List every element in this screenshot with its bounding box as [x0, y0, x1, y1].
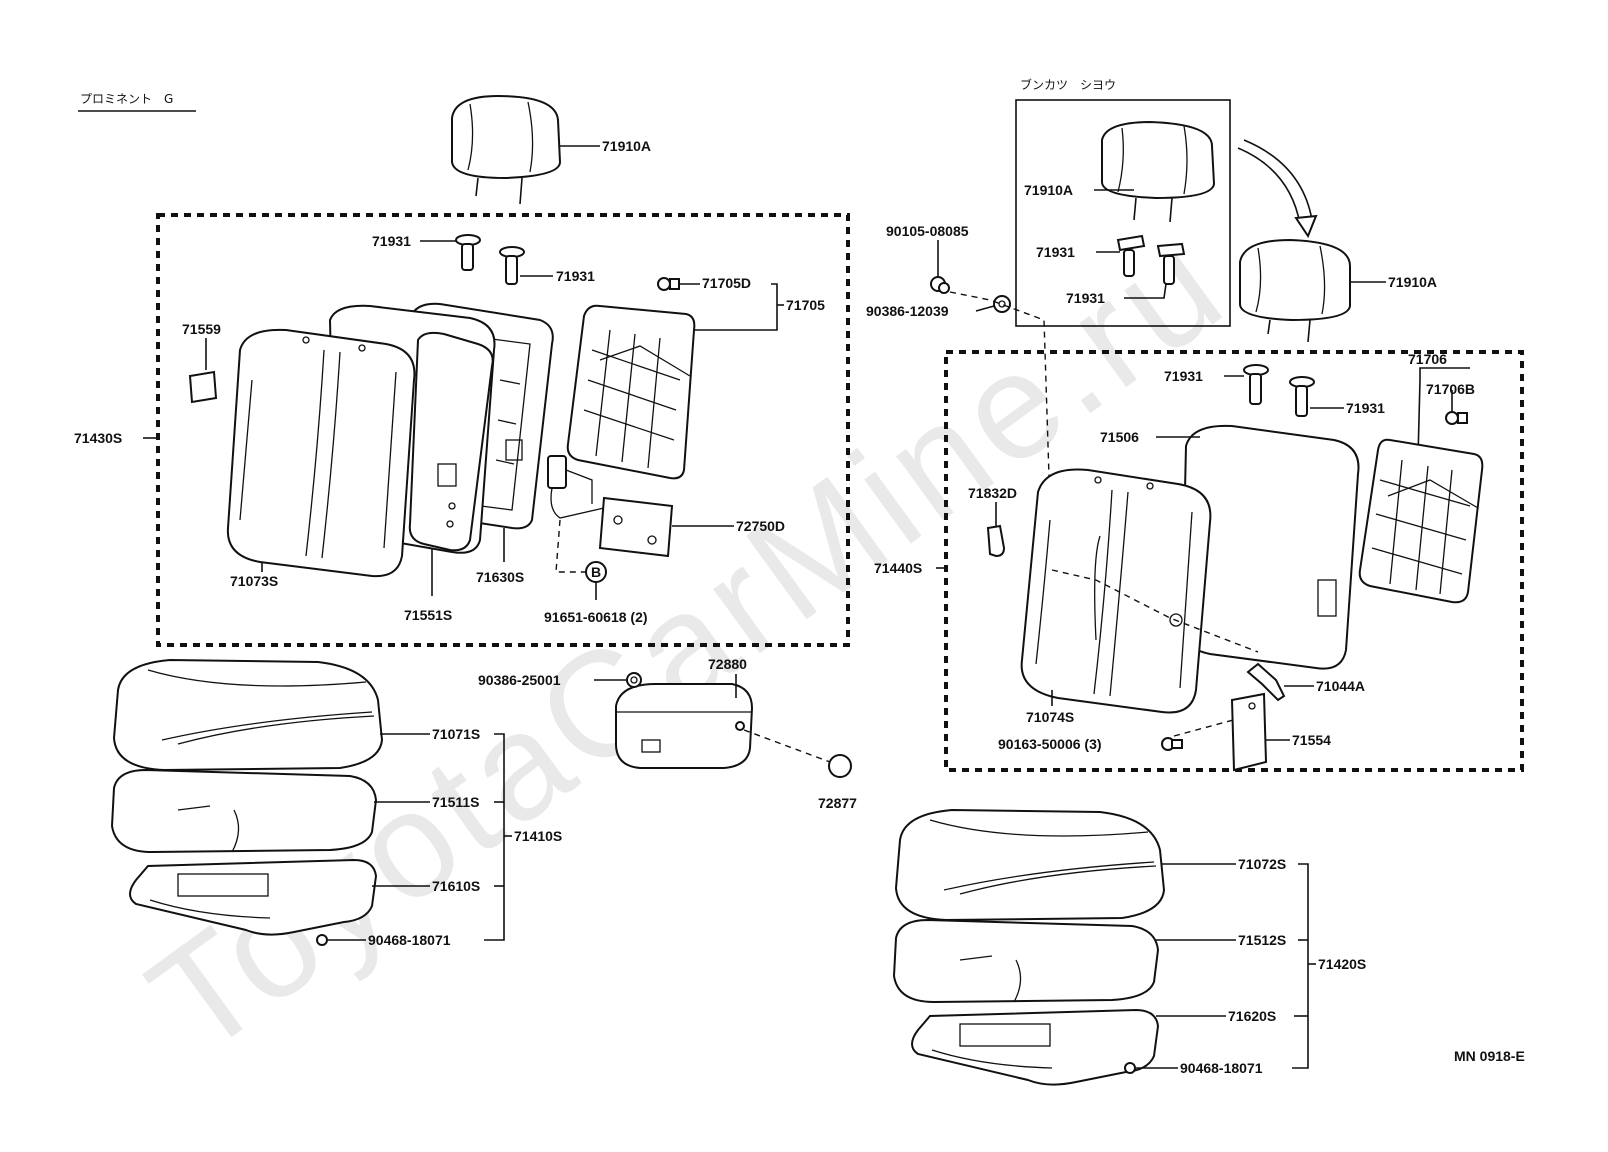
headrest-top-illustration — [451, 94, 562, 205]
label-71931-d: 71931 — [1346, 400, 1385, 416]
label-71610s: 71610S — [432, 878, 480, 894]
seatback-pad-71506 — [1179, 424, 1360, 670]
seatback-cover-71073s — [226, 328, 416, 578]
leader-71410s-bracket — [484, 733, 505, 941]
label-71430s: 71430S — [74, 430, 122, 446]
label-71705: 71705 — [786, 297, 825, 313]
curved-arrow-icon — [1237, 147, 1301, 225]
label-71910a-inset: 71910A — [1024, 182, 1073, 198]
clip-71832d — [986, 524, 1006, 558]
label-71072s: 71072S — [1238, 856, 1286, 872]
clip-71705d — [657, 277, 680, 291]
inset-label: ブンカツ シヨウ — [1020, 77, 1116, 92]
label-72880: 72880 — [708, 656, 747, 672]
figure-code: MN 0918-E — [1454, 1048, 1525, 1064]
lumbar-adjuster-mechanism — [547, 455, 674, 558]
panel-71554-hole — [1248, 702, 1256, 710]
left-seatback-group-frame — [156, 213, 850, 647]
label-72877: 72877 — [818, 795, 857, 811]
label-71073s: 71073S — [230, 573, 278, 589]
label-71559: 71559 — [182, 321, 221, 337]
label-71931-b: 71931 — [556, 268, 595, 284]
dashed-line-rod-path — [1051, 569, 1259, 653]
guide-71931-d — [1289, 376, 1315, 417]
label-71044a: 71044A — [1316, 678, 1365, 694]
label-90386-12039: 90386-12039 — [866, 303, 949, 319]
leader-71706 — [1419, 367, 1470, 380]
seat-cushion-right-illustration — [892, 808, 1166, 1086]
headrest-guide-right — [499, 246, 525, 285]
inset-frame — [1015, 99, 1231, 327]
label-71832d: 71832D — [968, 485, 1017, 501]
guide-71931-c — [1243, 364, 1269, 405]
label-71706: 71706 — [1408, 351, 1447, 367]
label-71931-inset-b: 71931 — [1066, 290, 1105, 306]
label-90105: 90105-08085 — [886, 223, 969, 239]
label-71910a-right: 71910A — [1388, 274, 1437, 290]
panel-71554 — [1230, 692, 1268, 772]
grommet-dashed — [1169, 613, 1183, 627]
seatback-board-71706 — [1358, 438, 1484, 604]
label-71705d: 71705D — [702, 275, 751, 291]
label-71074s: 71074S — [1026, 709, 1074, 725]
inset-headrest-illustration — [1101, 120, 1216, 223]
dashed-line-armrest-cap — [743, 729, 831, 763]
nut-90105 — [930, 276, 950, 294]
label-71554: 71554 — [1292, 732, 1331, 748]
label-71931-inset-a: 71931 — [1036, 244, 1075, 260]
label-71630s: 71630S — [476, 569, 524, 585]
clip-71706b — [1445, 411, 1468, 425]
label-71506: 71506 — [1100, 429, 1139, 445]
label-71931-c: 71931 — [1164, 368, 1203, 384]
label-71910a-top: 71910A — [602, 138, 651, 154]
headrest-guide-left — [455, 234, 481, 271]
curved-arrow-outline — [1243, 139, 1313, 221]
label-71410s: 71410S — [514, 828, 562, 844]
leader-71931-inset-b — [1124, 283, 1167, 299]
header-label: プロミネント G — [80, 92, 173, 106]
label-71706b: 71706B — [1426, 381, 1475, 397]
inset-guides — [1116, 234, 1186, 285]
label-71620s: 71620S — [1228, 1008, 1276, 1024]
arrow-head-icon — [1294, 214, 1318, 239]
leader-91651-dashed — [555, 519, 588, 573]
label-71931-a: 71931 — [372, 233, 411, 249]
right-seatback-group-frame — [944, 350, 1524, 772]
seatback-board-71705 — [566, 304, 696, 480]
washer-90386-12039-hole — [998, 300, 1006, 308]
label-71420s: 71420S — [1318, 956, 1366, 972]
cap-72877 — [828, 754, 852, 778]
leader-90386-12039 — [975, 305, 995, 312]
label-90163: 90163-50006 (3) — [998, 736, 1102, 752]
label-71440s: 71440S — [874, 560, 922, 576]
headrest-right-illustration — [1239, 238, 1351, 343]
seat-cushion-left-illustration — [110, 658, 384, 946]
label-71512s: 71512S — [1238, 932, 1286, 948]
label-71511s: 71511S — [432, 794, 480, 810]
rod-71044a — [1246, 662, 1286, 702]
label-71071s: 71071S — [432, 726, 480, 742]
label-90468-right: 90468-18071 — [1180, 1060, 1263, 1076]
dashed-line-bolt-path — [949, 291, 1053, 571]
leader-71705-bracket — [690, 283, 778, 331]
label-72750d: 72750D — [736, 518, 785, 534]
label-90468-left: 90468-18071 — [368, 932, 451, 948]
armrest-72880 — [615, 683, 754, 769]
washer-90386-25001-hole — [630, 676, 638, 684]
label-71551s: 71551S — [404, 607, 452, 623]
screw-90163 — [1161, 737, 1183, 751]
label-90386-25001: 90386-25001 — [478, 672, 561, 688]
washer-90386-12039 — [993, 295, 1011, 313]
leader-71420s-bracket — [1292, 863, 1309, 1069]
dashed-line-screw-path — [1173, 715, 1249, 737]
circle-marker-b-text: B — [591, 564, 601, 580]
washer-90386-25001 — [626, 672, 642, 688]
knob-71559 — [188, 370, 218, 404]
label-91651: 91651-60618 (2) — [544, 609, 648, 625]
